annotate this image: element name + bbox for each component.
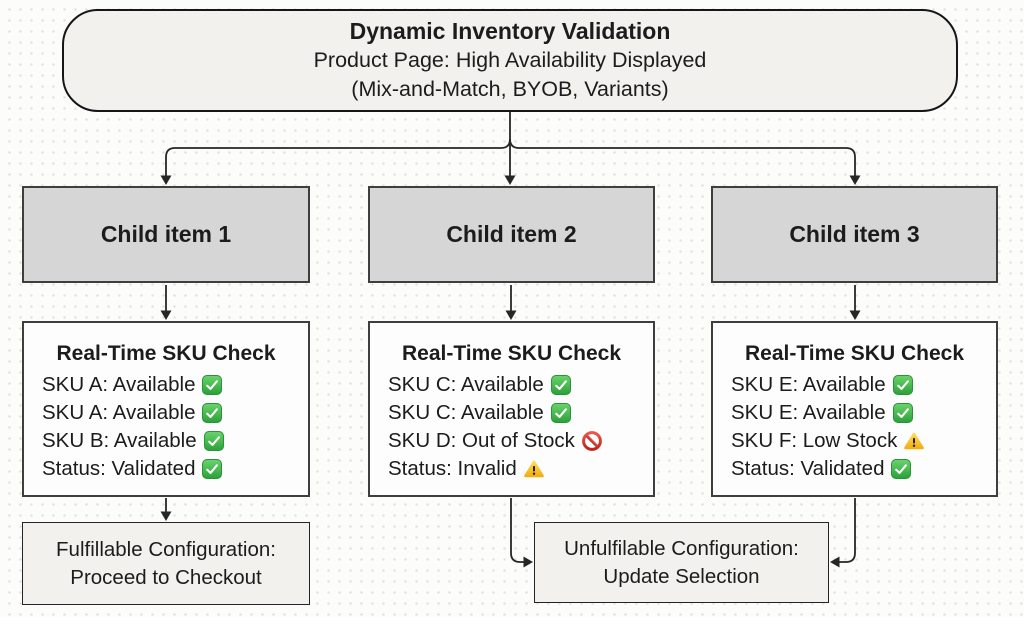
sku-status-line: Status: Validated [731,455,986,483]
child-item-2-label: Child item 2 [446,221,577,247]
child-item-3-label: Child item 3 [789,221,920,247]
check-icon [892,403,913,423]
title-subtitle-2: (Mix-and-Match, BYOB, Variants) [351,77,669,101]
check-icon [203,431,224,451]
sku-status-line: SKU C: Available [388,371,643,399]
child-item-1-node: Child item 1 [22,186,310,283]
title-subtitle: Product Page: High Availability Displaye… [313,48,707,72]
sku-status-text: SKU E: Available [731,401,886,424]
warning-icon [523,459,544,479]
sku-status-text: SKU F: Low Stock [731,429,898,452]
sku-status-text: Status: Validated [731,457,885,480]
check-icon [891,459,912,479]
sku-check-title: Real-Time SKU Check [401,342,622,365]
diagram-title: Dynamic Inventory Validation [349,18,671,44]
sku-status-line: SKU D: Out of Stock [388,427,643,455]
sku-status-text: Status: Invalid [388,457,517,480]
sku-status-line: SKU A: Available [42,371,298,399]
sku-status-text: SKU B: Available [42,429,197,452]
sku-status-line: SKU E: Available [731,399,986,427]
sku-check-title: Real-Time SKU Check [56,342,276,365]
unfulfilable-line-2: Update Selection [603,564,760,588]
sku-status-text: SKU E: Available [731,373,886,396]
sku-status-line: SKU B: Available [42,427,298,455]
sku-status-line: Status: Validated [42,455,298,483]
sku-status-line: SKU E: Available [731,371,986,399]
child-item-3-node: Child item 3 [711,186,998,283]
check-icon [550,403,571,423]
sku-check-node-3: Real-Time SKU Check SKU E: Available SKU… [711,321,998,497]
fulfillable-line-2: Proceed to Checkout [70,565,262,589]
sku-check-node-1: Real-Time SKU Check SKU A: Available SKU… [22,321,310,497]
sku-status-text: SKU A: Available [42,373,196,396]
unfulfilable-line-1: Unfulfilable Configuration: [564,536,799,560]
check-icon [202,375,223,395]
no-entry-icon [581,431,602,451]
sku-status-line: SKU A: Available [42,399,298,427]
sku-check-node-2: Real-Time SKU Check SKU C: Available SKU… [368,321,655,497]
title-node: Dynamic Inventory Validation Product Pag… [62,9,958,112]
sku-status-line: SKU C: Available [388,399,643,427]
sku-status-text: SKU C: Available [388,401,544,424]
check-icon [202,459,223,479]
sku-status-text: SKU A: Available [42,401,196,424]
check-icon [550,375,571,395]
warning-icon [904,431,925,451]
unfulfilable-outcome-node: Unfulfilable Configuration: Update Selec… [534,522,829,603]
sku-status-line: SKU F: Low Stock [731,427,986,455]
child-item-2-node: Child item 2 [368,186,655,283]
check-icon [202,403,223,423]
sku-status-text: Status: Validated [42,457,196,480]
fulfillable-line-1: Fulfillable Configuration: [56,537,276,561]
sku-status-text: SKU C: Available [388,373,544,396]
sku-status-text: SKU D: Out of Stock [388,429,575,452]
sku-status-line: Status: Invalid [388,455,643,483]
check-icon [892,375,913,395]
fulfillable-outcome-node: Fulfillable Configuration: Proceed to Ch… [22,522,310,605]
child-item-1-label: Child item 1 [100,221,232,247]
sku-check-title: Real-Time SKU Check [744,342,965,365]
